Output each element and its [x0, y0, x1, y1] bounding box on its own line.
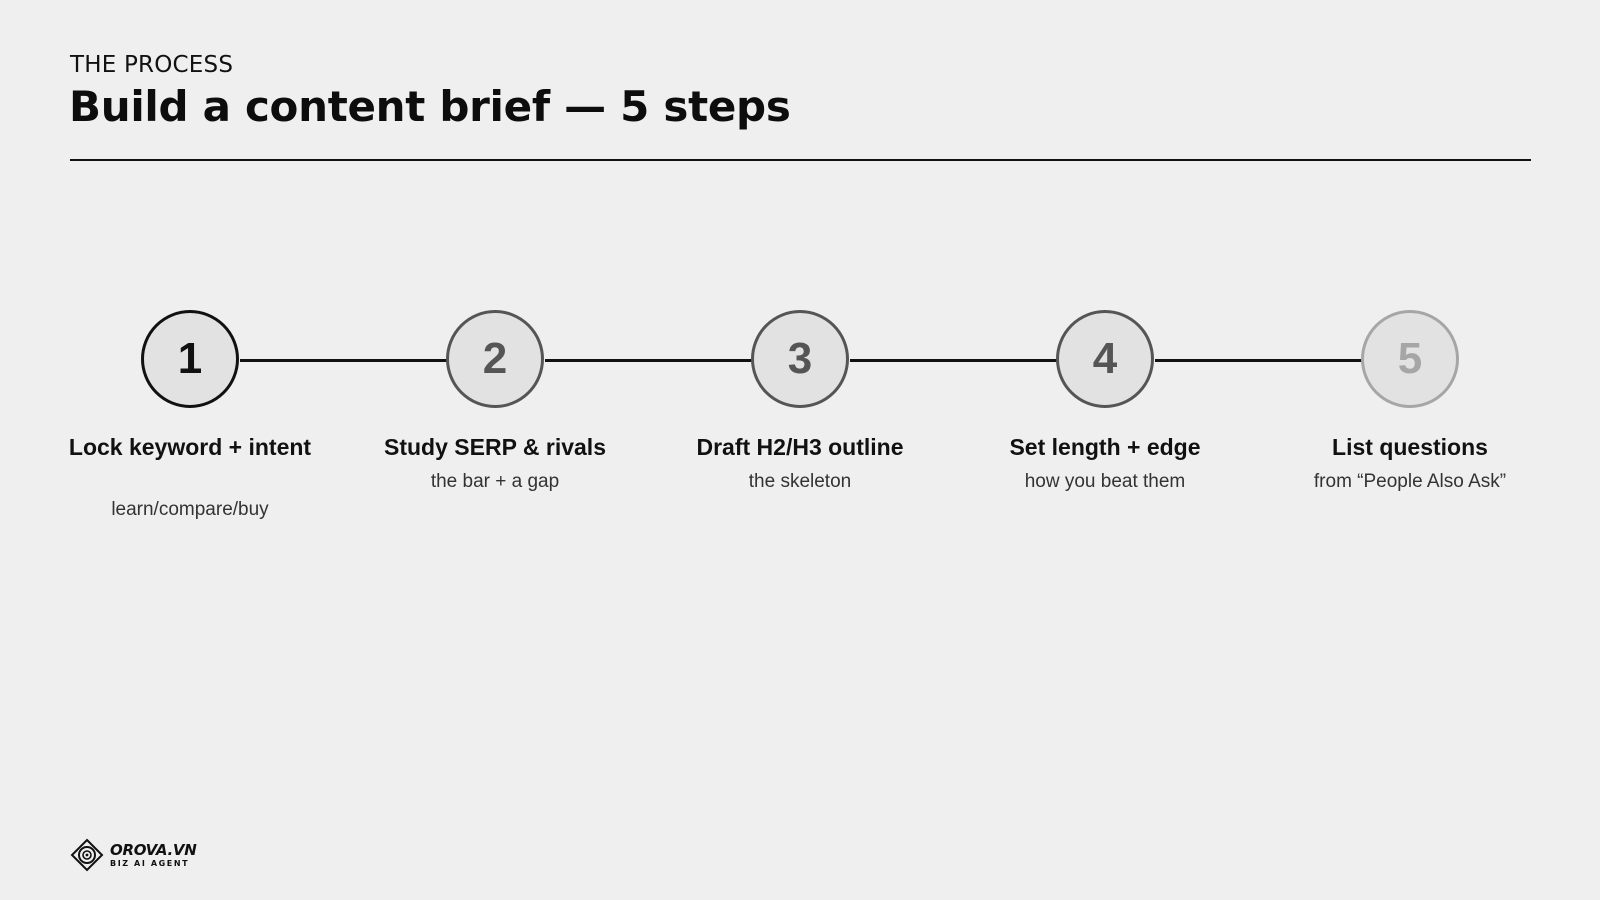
- step-subtitle: how you beat them: [1024, 471, 1186, 492]
- logo-name: OROVA.VN: [110, 840, 197, 859]
- page-title: Build a content brief — 5 steps: [69, 82, 791, 131]
- logo-tagline: BIZ AI AGENT: [110, 858, 190, 868]
- connector-line: [545, 359, 755, 362]
- connector-line: [850, 359, 1060, 362]
- step-number-circle: 4: [1056, 310, 1154, 408]
- eyebrow-label: THE PROCESS: [70, 52, 234, 78]
- step-subtitle: the skeleton: [748, 471, 852, 492]
- footer-logo: OROVA.VN BIZ AI AGENT: [70, 838, 197, 872]
- step-title: List questions: [1332, 434, 1488, 460]
- step-title: Draft H2/H3 outline: [696, 434, 904, 460]
- step-title: Lock keyword + intent: [68, 434, 312, 460]
- brand-logo-icon: [70, 838, 104, 872]
- step-number-circle: 5: [1361, 310, 1459, 408]
- step-subtitle: the bar + a gap: [430, 471, 560, 492]
- step-number-circle: 2: [446, 310, 544, 408]
- connector-line: [1155, 359, 1365, 362]
- step-subtitle: learn/compare/buy: [111, 499, 269, 520]
- header-divider: [70, 159, 1531, 161]
- step-number-circle: 3: [751, 310, 849, 408]
- step-number-circle: 1: [141, 310, 239, 408]
- step-title: Study SERP & rivals: [384, 434, 606, 460]
- connector-line: [240, 359, 450, 362]
- step-subtitle: from “People Also Ask”: [1313, 471, 1507, 492]
- step-title: Set length + edge: [1009, 434, 1201, 460]
